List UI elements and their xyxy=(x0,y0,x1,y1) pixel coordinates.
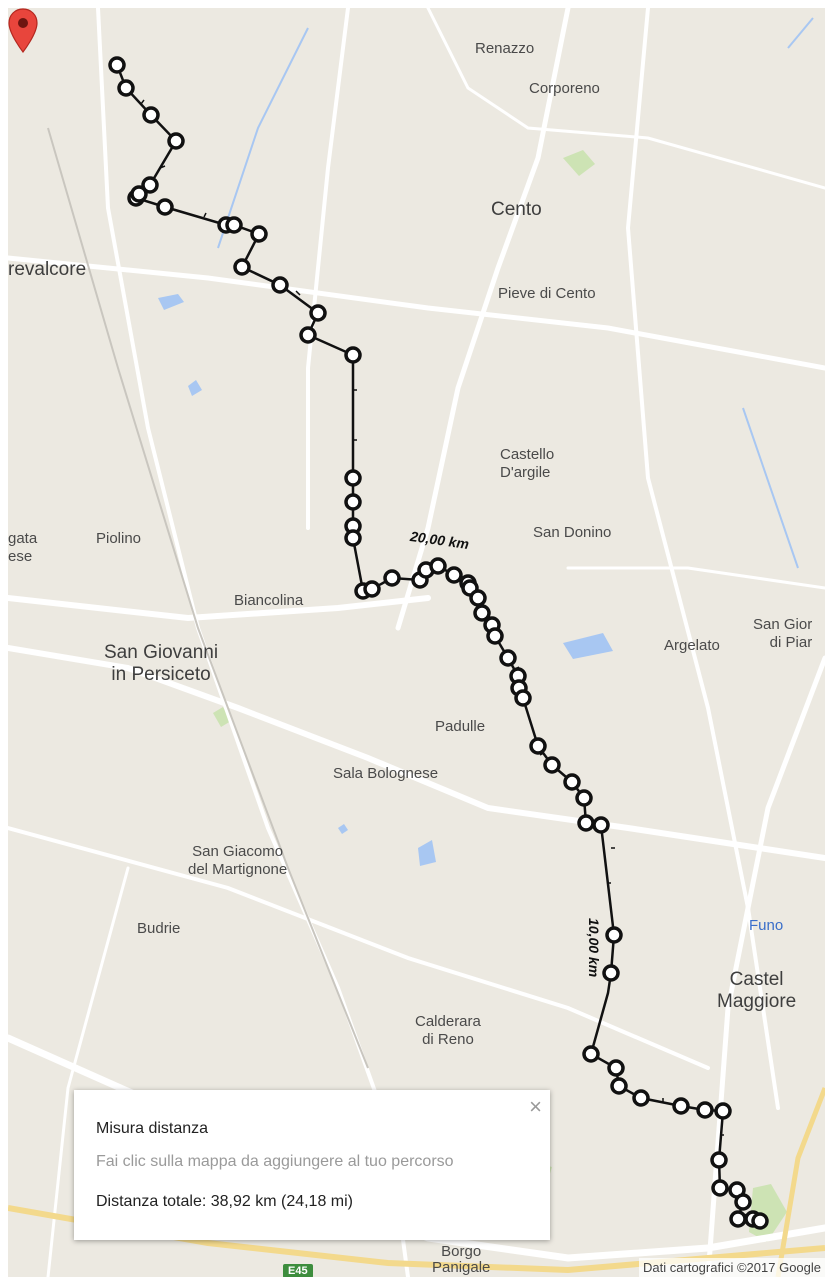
route-point xyxy=(299,326,317,344)
route-point xyxy=(344,346,362,364)
route-point xyxy=(602,964,620,982)
route-point xyxy=(714,1102,732,1120)
panel-hint: Fai clic sulla mappa da aggiungere al tu… xyxy=(96,1153,454,1170)
route-point xyxy=(499,649,517,667)
water-area xyxy=(418,840,436,866)
place-cento: Cento xyxy=(491,199,542,220)
route-point xyxy=(563,773,581,791)
route-point xyxy=(225,216,243,234)
measure-distance-panel: × Misura distanza Fai clic sulla mappa d… xyxy=(74,1090,550,1240)
route-point xyxy=(130,185,148,203)
water-area xyxy=(338,824,348,834)
place-renazzo: Renazzo xyxy=(475,40,535,57)
canal xyxy=(742,407,799,569)
route-vertices xyxy=(108,56,769,1230)
place-san-giorgio: San Gior di Piar xyxy=(753,616,813,651)
route-point xyxy=(592,816,610,834)
place-san-donino: San Donino xyxy=(533,524,612,541)
canal xyxy=(217,27,309,249)
route-point xyxy=(473,604,491,622)
route-point xyxy=(445,566,463,584)
route-point xyxy=(751,1212,769,1230)
route-point xyxy=(543,756,561,774)
route-point xyxy=(575,789,593,807)
route-point xyxy=(309,304,327,322)
close-icon[interactable]: × xyxy=(529,1094,542,1119)
place-castel-maggiore: Castel Maggiore xyxy=(717,969,797,1012)
route-point xyxy=(363,580,381,598)
route-point xyxy=(607,1059,625,1077)
route-point xyxy=(729,1210,747,1228)
place-padulle: Padulle xyxy=(435,718,486,735)
route-point xyxy=(429,557,447,575)
route-point xyxy=(469,589,487,607)
route-point xyxy=(344,469,362,487)
place-calderara: Calderara di Reno xyxy=(415,1013,481,1048)
place-borgo-panigale: Borgo Panigale xyxy=(432,1243,491,1276)
map-canvas[interactable]: Renazzo Corporeno Cento revalcore Pieve … xyxy=(8,8,825,1277)
route-point xyxy=(271,276,289,294)
route-point xyxy=(711,1179,729,1197)
route-point xyxy=(610,1077,628,1095)
route-point xyxy=(141,176,159,194)
map-pin-icon[interactable] xyxy=(8,8,38,54)
route-point xyxy=(383,569,401,587)
route-point xyxy=(734,1193,752,1211)
route-point xyxy=(167,132,185,150)
water-area xyxy=(158,294,184,310)
park-area xyxy=(213,707,231,727)
route-point xyxy=(632,1089,650,1107)
place-crevalcore: revalcore xyxy=(8,259,87,280)
road-shield-e45: E45 xyxy=(283,1264,313,1277)
route-point xyxy=(514,689,532,707)
place-castello-dargile: Castello D'argile xyxy=(500,446,555,481)
route-point xyxy=(529,737,547,755)
place-piolino: Piolino xyxy=(96,530,142,547)
route-point xyxy=(233,258,251,276)
place-argelato: Argelato xyxy=(664,637,720,654)
water-area xyxy=(563,633,613,659)
route-point xyxy=(344,493,362,511)
railway xyxy=(47,127,369,1069)
route-point xyxy=(672,1097,690,1115)
panel-title: Misura distanza xyxy=(96,1120,209,1137)
route-point xyxy=(117,79,135,97)
distance-label-10km: 10,00 km xyxy=(586,918,602,978)
total-distance: Distanza totale: 38,92 km (24,18 mi) xyxy=(96,1193,354,1210)
place-san-giacomo: San Giacomo del Martignone xyxy=(188,843,288,878)
route-point xyxy=(582,1045,600,1063)
park-area xyxy=(563,150,595,176)
route-point xyxy=(605,926,623,944)
route-point xyxy=(710,1151,728,1169)
place-budrie: Budrie xyxy=(137,920,181,937)
route-point xyxy=(696,1101,714,1119)
place-gata-edge: gata ese xyxy=(8,530,38,565)
route-point xyxy=(486,627,504,645)
place-biancolina: Biancolina xyxy=(234,592,304,609)
place-sala-bolognese: Sala Bolognese xyxy=(333,765,439,782)
place-pieve-di-cento: Pieve di Cento xyxy=(498,285,596,302)
place-funo: Funo xyxy=(749,917,784,934)
place-san-giovanni: San Giovanni in Persiceto xyxy=(104,642,219,685)
place-corporeno: Corporeno xyxy=(529,80,600,97)
route-point xyxy=(108,56,126,74)
map-copyright[interactable]: Dati cartografici ©2017 Google xyxy=(639,1258,825,1277)
route-point xyxy=(156,198,174,216)
water-area xyxy=(188,380,202,396)
route-point xyxy=(577,814,595,832)
highway xyxy=(775,1087,825,1277)
canal xyxy=(787,17,814,49)
route-point xyxy=(250,225,268,243)
route-point xyxy=(344,529,362,547)
route-point xyxy=(142,106,160,124)
